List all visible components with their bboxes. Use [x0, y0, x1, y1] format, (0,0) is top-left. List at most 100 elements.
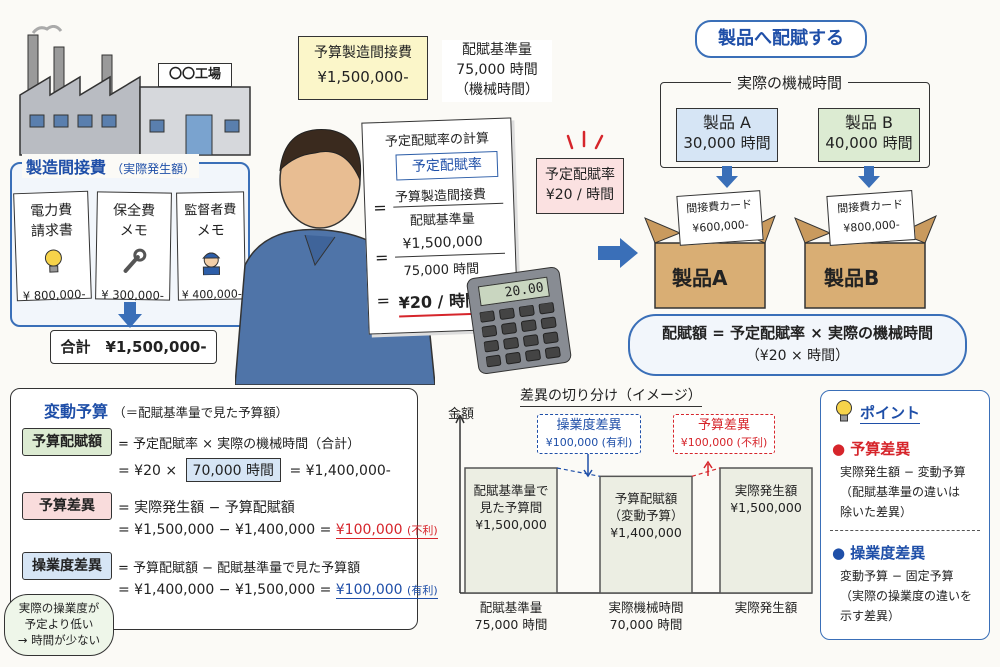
overhead-card-maintenance: 保全費 メモ ¥ 300,000- — [95, 191, 172, 303]
factory-illustration: 〇〇工場 — [10, 24, 260, 160]
worker-icon — [202, 252, 221, 276]
bubble-line2: 予定より低い — [24, 617, 94, 631]
flexible-budget-title: 変動予算 （＝配賦基準量で見た予算額） — [44, 398, 288, 422]
bar-inner-line: 予算配賦額 — [614, 491, 678, 507]
point-budget-variance-line: （配賦基準量の違いは — [840, 485, 961, 499]
rate-note: 予定配賦率 ¥20 / 時間 — [536, 158, 624, 214]
x-tick-label: 実際発生額 — [706, 599, 826, 616]
wrench-icon — [123, 248, 146, 273]
note-line3: （機械時間） — [455, 82, 539, 98]
product-a-hours-card: 製品 A 30,000 時間 — [676, 108, 778, 162]
allocation-title: 製品へ配賦する — [695, 20, 867, 58]
card-amount: ¥800,000- — [842, 218, 901, 235]
fraction-line — [395, 252, 506, 258]
bubble-line1: 実際の操業度が — [18, 601, 100, 615]
card-amount: ¥600,000- — [691, 218, 750, 235]
alert-marks-icon — [566, 130, 604, 150]
note-line2: ¥20 / 時間 — [545, 187, 615, 203]
point-budget-variance-line: 除いた差異） — [840, 505, 913, 519]
x-tick-line: 75,000 時間 — [474, 617, 548, 632]
note-line2: ¥1,500,000- — [317, 68, 409, 86]
lightbulb-icon — [44, 249, 62, 273]
x-tick-label: 配賦基準量 75,000 時間 — [451, 599, 571, 633]
overhead-card-supervisor: 監督者費 メモ ¥ 400,000- — [176, 191, 246, 302]
note-line1: 予算製造間接費 — [314, 45, 412, 61]
notebook-rate-label: 予定配賦率 — [395, 150, 499, 181]
calculator: 20.00 — [465, 265, 573, 376]
budget-allocation-line1: = 予定配賦率 × 実際の機械時間（合計） — [118, 437, 361, 452]
point-volume-variance-line: 示す差異） — [840, 609, 901, 623]
flexible-budget-title-sub: （＝配賦基準量で見た予算額） — [113, 405, 289, 420]
volume-variance-line1: = 予算配賦額 − 配賦基準量で見た予算額 — [118, 561, 361, 576]
bar-inner-label: 配賦基準量で見た予算間¥1,500,000 — [465, 482, 557, 533]
expr: = ¥1,400,000 − ¥1,500,000 = — [118, 582, 332, 598]
variance-connector — [691, 467, 721, 477]
factory-icon — [19, 24, 251, 156]
product-hours: 40,000 時間 — [825, 134, 913, 152]
x-tick-label: 実際機械時間 70,000 時間 — [586, 599, 706, 633]
budget-variance-annotation: 予算差異 ¥100,000 (不利) — [673, 414, 775, 454]
actual-hours-box: 70,000 時間 — [185, 458, 281, 482]
product-b-box-label: 製品B — [824, 266, 880, 290]
formula-line2: （¥20 × 時間） — [745, 348, 850, 364]
points-divider — [830, 530, 980, 531]
budget-variance-line2: = ¥1,500,000 − ¥1,400,000 = ¥100,000 (不利… — [118, 522, 438, 539]
product-a-box-label: 製品A — [672, 266, 728, 290]
chart-bar — [599, 475, 693, 594]
tag: (有利) — [407, 584, 438, 597]
chart-bar — [719, 467, 813, 594]
point-volume-variance-line: （実際の操業度の違いを — [840, 589, 973, 603]
bar-inner-line: 見た予算間 — [479, 500, 543, 515]
volume-variance-label: 操業度差異 — [22, 552, 112, 580]
bar-inner-line: ¥1,500,000 — [730, 500, 802, 515]
chart-ylabel: 金額 — [448, 407, 475, 422]
calculator-keys — [479, 301, 561, 368]
product-b-hours-card: 製品 B 40,000 時間 — [818, 108, 920, 162]
expr: = ¥20 × — [118, 463, 178, 479]
budget-variance-label: 予算差異 — [22, 492, 112, 520]
product-hours: 30,000 時間 — [683, 134, 771, 152]
bar-inner-label: 実際発生額¥1,500,000 — [720, 482, 812, 516]
expr: = ¥1,500,000 − ¥1,400,000 = — [118, 522, 332, 538]
machine-time-label: 実際の機械時間 — [731, 72, 849, 93]
allocation-base-note: 配賦基準量 75,000 時間 （機械時間） — [442, 40, 552, 102]
product-name: 製品 A — [702, 113, 752, 132]
bar-inner-label: 予算配賦額（変動予算）¥1,400,000 — [600, 490, 692, 541]
bar-inner-line: 配賦基準量で — [473, 483, 549, 498]
arrow-right-icon — [598, 238, 638, 268]
notebook-den2: 75,000 時間 — [403, 261, 480, 280]
budget-allocation-line2: = ¥20 × 70,000 時間 = ¥1,400,000- — [118, 458, 391, 482]
budget-allocation-label: 予算配賦額 — [22, 428, 112, 456]
notebook-den1: 配賦基準量 — [409, 211, 476, 230]
card-title: 間接費カード — [836, 197, 904, 216]
y-axis-arrow — [455, 415, 465, 424]
card-line1: 監督者費 — [184, 202, 237, 219]
annotation-title: 操業度差異 — [556, 418, 622, 433]
card-title: 間接費カード — [685, 197, 753, 216]
card-line1: 電力費 — [30, 202, 73, 220]
annotation-value: ¥100,000 (有利) — [545, 436, 633, 449]
bar-inner-line: （変動予算） — [608, 508, 684, 524]
note-line2: 75,000 時間 — [456, 62, 538, 78]
budget-variance-value: ¥100,000 (不利) — [335, 522, 438, 539]
overhead-actual-title: 製造間接費 （実際発生額） — [22, 154, 200, 178]
lightbulb-icon — [836, 400, 852, 422]
calculator-display: 20.00 — [477, 276, 550, 307]
volume-variance-line2: = ¥1,400,000 − ¥1,500,000 = ¥100,000 (有利… — [118, 582, 438, 599]
volume-variance-annotation: 操業度差異 ¥100,000 (有利) — [537, 414, 641, 454]
notebook-num1: 予算製造間接費 — [394, 187, 487, 206]
points-title: ポイント — [860, 404, 921, 424]
x-tick-line: 実際発生額 — [734, 600, 798, 615]
product-a-cost-card: 間接費カード ¥600,000- — [676, 190, 764, 246]
arrow-down-icon — [858, 166, 880, 188]
overhead-card-power: 電力費 請求書 ¥ 800,000- — [13, 190, 92, 303]
annotation-title: 予算差異 — [697, 418, 750, 433]
variance-connector — [556, 467, 601, 477]
x-tick-line: 70,000 時間 — [609, 617, 683, 632]
x-tick-line: 配賦基準量 — [479, 600, 543, 615]
annotation-arrows — [583, 454, 713, 478]
notebook-eq1: = — [372, 197, 388, 218]
operation-level-bubble: 実際の操業度が 予定より低い → 時間が少ない — [4, 594, 114, 656]
x-tick-line: 実際機械時間 — [608, 600, 684, 615]
value: ¥100,000 — [335, 522, 403, 538]
